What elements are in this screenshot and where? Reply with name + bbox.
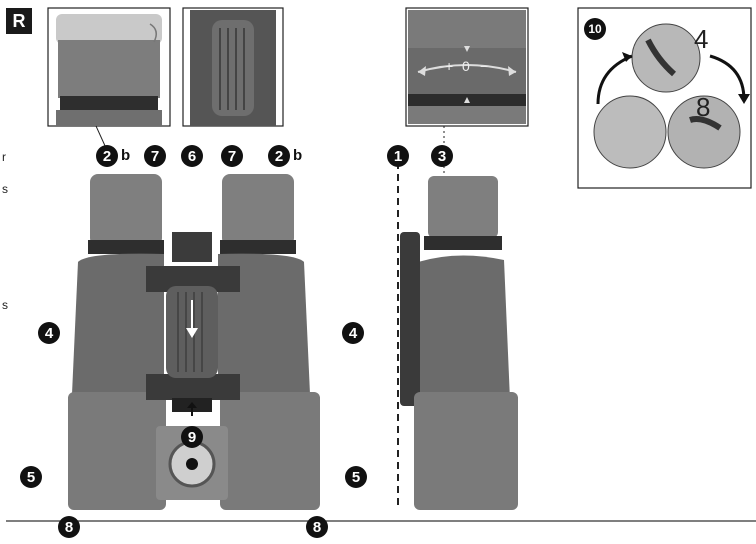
callout-4-right: 4 bbox=[342, 322, 364, 344]
eyecup-top bbox=[56, 14, 162, 44]
left-barrel bbox=[72, 253, 164, 394]
rotate-arrow-icon bbox=[149, 23, 157, 43]
left-objective bbox=[68, 392, 166, 510]
focus-digit-top: 4 bbox=[694, 24, 709, 54]
callout-2b-left: 2 bbox=[96, 145, 118, 167]
stray-mark-1: r bbox=[2, 150, 6, 164]
callout-1: 1 bbox=[387, 145, 409, 167]
callout-4-left: 4 bbox=[38, 322, 60, 344]
diopter-minus: − bbox=[480, 58, 489, 74]
callout-9: 9 bbox=[181, 426, 203, 448]
callout-6: 6 bbox=[181, 145, 203, 167]
right-eyecup bbox=[222, 174, 294, 246]
lower-bridge bbox=[146, 374, 240, 400]
callout-8-right: 8 bbox=[306, 516, 328, 538]
callout-3: 3 bbox=[431, 145, 453, 167]
stray-mark-3: s bbox=[2, 298, 8, 312]
callout-2b-left-suffix: b bbox=[121, 147, 131, 164]
diopter-plus: + bbox=[445, 58, 454, 74]
eyecup-body bbox=[58, 40, 160, 98]
callout-2b-right-suffix: b bbox=[293, 147, 303, 164]
callout-10: 10 bbox=[584, 18, 606, 40]
right-objective bbox=[220, 392, 320, 510]
side-objective bbox=[414, 392, 518, 510]
callout-8-left: 8 bbox=[58, 516, 80, 538]
callout-5-left: 5 bbox=[20, 466, 42, 488]
section-badge: R bbox=[6, 8, 32, 34]
callout-2b-right: 2 bbox=[268, 145, 290, 167]
callout-5-right: 5 bbox=[345, 466, 367, 488]
callout-7-left: 7 bbox=[144, 145, 166, 167]
side-eyecup bbox=[428, 176, 498, 238]
callout-7-right: 7 bbox=[221, 145, 243, 167]
diopter-zero: 0 bbox=[462, 58, 470, 74]
side-barrel bbox=[418, 255, 510, 400]
focus-digit-right: 8 bbox=[696, 92, 711, 122]
right-barrel bbox=[218, 253, 310, 394]
stray-mark-2: s bbox=[2, 182, 8, 196]
left-eyecup bbox=[90, 174, 162, 246]
